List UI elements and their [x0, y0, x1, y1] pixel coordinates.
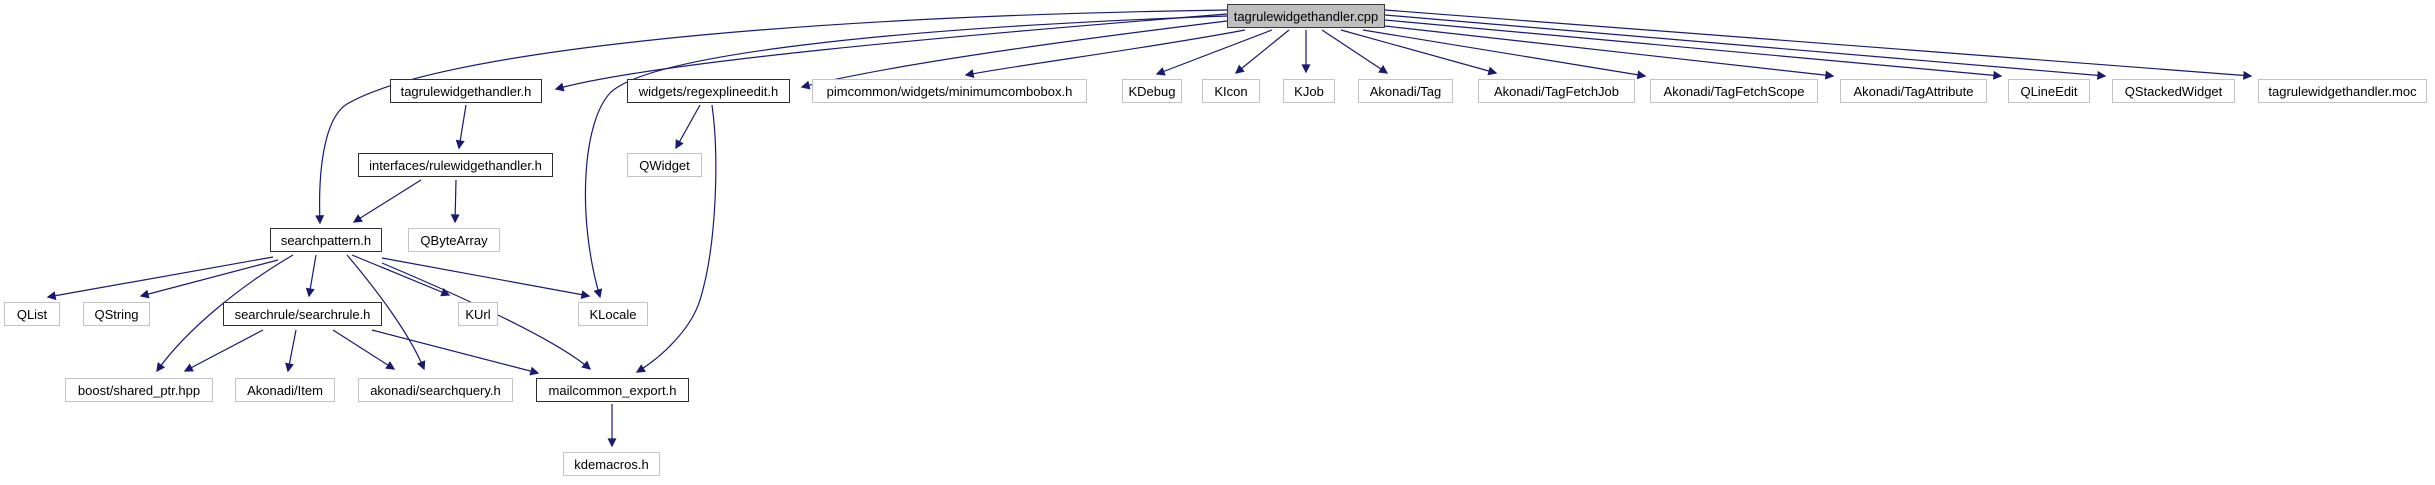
node-boost-shared-ptr: boost/shared_ptr.hpp	[65, 378, 213, 402]
node-searchquery-h: akonadi/searchquery.h	[358, 378, 513, 402]
edge-searchrule-h-to-boost-shared-ptr	[183, 329, 264, 372]
node-mailcommon-export-h[interactable]: mailcommon_export.h	[536, 378, 689, 402]
node-qlist: QList	[4, 302, 60, 326]
node-kicon: KIcon	[1202, 79, 1260, 103]
node-rulewidgethandler-h[interactable]: interfaces/rulewidgethandler.h	[358, 153, 553, 177]
edge-searchrule-h-to-akonadi-item	[285, 329, 297, 373]
node-qlineedit: QLineEdit	[2008, 79, 2090, 103]
edge-rulewidgethandler-h-to-qbytearray	[450, 179, 460, 224]
edge-rulewidgethandler-h-to-searchpattern-h	[352, 179, 422, 223]
node-akonadi-tagattribute: Akonadi/TagAttribute	[1840, 79, 1987, 103]
edge-cpp-to-moc	[1384, 9, 2253, 80]
edge-cpp-to-qstackedwidget	[1384, 14, 2107, 80]
node-kdebug: KDebug	[1122, 79, 1182, 103]
edge-searchpattern-h-to-searchrule-h	[305, 254, 317, 298]
edge-cpp-to-akonadi-tag	[1321, 29, 1389, 74]
edge-cpp-to-minimumcombobox-h	[964, 29, 1246, 79]
node-akonadi-tagfetchjob: Akonadi/TagFetchJob	[1478, 79, 1635, 103]
node-tagrulewidgethandler-moc: tagrulewidgethandler.moc	[2258, 79, 2427, 103]
edge-cpp-to-kicon	[1234, 29, 1290, 74]
node-kdemacros-h: kdemacros.h	[563, 452, 660, 476]
node-qstackedwidget: QStackedWidget	[2112, 79, 2235, 103]
node-akonadi-item: Akonadi/Item	[235, 378, 335, 402]
edge-regexplineedit-h-to-mailcommon-export-h	[635, 104, 717, 373]
edge-searchrule-h-to-searchquery-h	[332, 329, 396, 370]
edge-searchpattern-h-to-klocale	[381, 257, 591, 300]
node-akonadi-tagfetchscope: Akonadi/TagFetchScope	[1650, 79, 1818, 103]
edge-searchpattern-h-to-qstring	[139, 259, 279, 299]
node-kjob: KJob	[1283, 79, 1335, 103]
edge-cpp-to-searchpattern-h	[315, 9, 1228, 225]
node-minimumcombobox-h: pimcommon/widgets/minimumcombobox.h	[812, 79, 1087, 103]
edge-cpp-to-kdebug	[1155, 29, 1273, 76]
edge-searchpattern-h-to-searchquery-h	[346, 254, 426, 371]
edge-cpp-to-akonadi-tagfetchscope	[1362, 29, 1647, 80]
edge-searchpattern-h-to-boost-shared-ptr	[156, 254, 294, 373]
edge-cpp-to-klocale	[584, 15, 1228, 299]
node-klocale: KLocale	[578, 302, 648, 326]
node-tagrulewidgethandler-cpp: tagrulewidgethandler.cpp	[1227, 4, 1385, 28]
node-searchpattern-h[interactable]: searchpattern.h	[270, 228, 382, 252]
node-regexplineedit-h[interactable]: widgets/regexplineedit.h	[627, 79, 790, 103]
edge-regexplineedit-h-to-qwidget	[675, 104, 701, 150]
node-tagrulewidgethandler-h[interactable]: tagrulewidgethandler.h	[390, 79, 542, 103]
edge-searchpattern-h-to-qlist	[46, 256, 274, 301]
edge-cpp-to-qlineedit	[1384, 19, 2003, 80]
edge-searchpattern-h-to-kurl	[351, 254, 451, 297]
node-qwidget: QWidget	[627, 153, 702, 177]
node-kurl: KUrl	[458, 302, 498, 326]
node-qbytearray: QByteArray	[408, 228, 500, 252]
edge-cpp-to-regexplineedit-h	[800, 20, 1228, 90]
edge-cpp-to-tagrulewidgethandler-h	[554, 13, 1228, 92]
node-searchrule-h[interactable]: searchrule/searchrule.h	[223, 302, 382, 326]
edge-searchrule-h-to-mailcommon-export-h	[371, 329, 540, 376]
edge-cpp-to-akonadi-tagattribute	[1384, 25, 1835, 80]
node-qstring: QString	[83, 302, 150, 326]
node-akonadi-tag: Akonadi/Tag	[1358, 79, 1453, 103]
edge-tagrulewidgethandler-h-to-rulewidgethandler-h	[455, 104, 467, 150]
edge-searchpattern-h-to-mailcommon-export-h	[381, 262, 592, 370]
edge-cpp-to-akonadi-tagfetchjob	[1340, 29, 1498, 76]
